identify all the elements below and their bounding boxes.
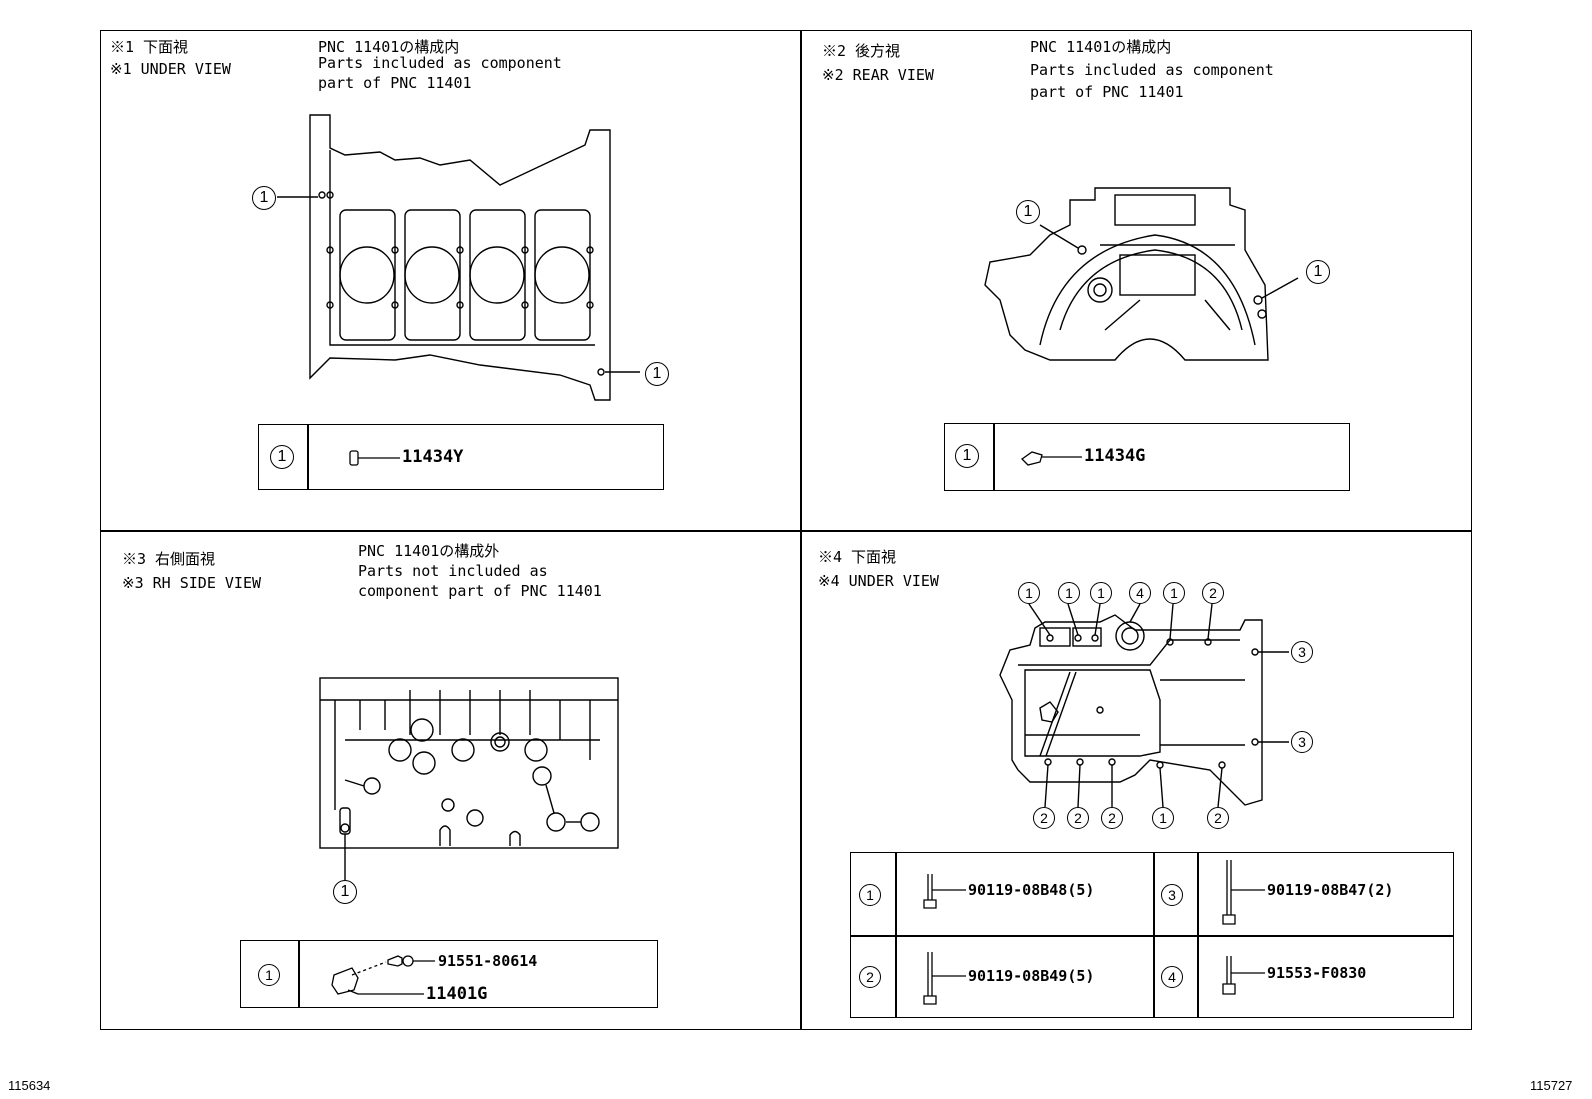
table-number: 3 xyxy=(1161,884,1183,906)
bolt-part-number: 90119-08B47(2) xyxy=(1267,881,1394,899)
table-number: 1 xyxy=(859,884,881,906)
panel1-view-en: ※1 UNDER VIEW xyxy=(110,60,231,78)
panel2-note-en2: part of PNC 11401 xyxy=(1030,83,1184,101)
callout-2: 2 xyxy=(1207,807,1229,829)
table-number: 1 xyxy=(270,445,294,469)
bolt-parts-table xyxy=(850,852,1454,1018)
panel2-view-en: ※2 REAR VIEW xyxy=(822,66,934,84)
panel-divider-horizontal xyxy=(100,530,1472,532)
bolt-part-number: 90119-08B49(5) xyxy=(968,967,1095,985)
panel2-view-jp: ※2 後方視 xyxy=(822,42,901,60)
panel1-view-jp: ※1 下面視 xyxy=(110,38,189,56)
panel1-note-en1: Parts included as component xyxy=(318,54,562,72)
callout-1: 1 xyxy=(1306,260,1330,284)
callout-3: 3 xyxy=(1291,641,1313,663)
part-number: 11434G xyxy=(1084,446,1146,466)
callout-2: 2 xyxy=(1101,807,1123,829)
callout-1: 1 xyxy=(1163,582,1185,604)
part-number: 11434Y xyxy=(402,447,464,467)
bolt-part-number: 90119-08B48(5) xyxy=(968,881,1095,899)
table-number: 2 xyxy=(859,966,881,988)
reference-number-right: 115727 xyxy=(1530,1078,1573,1093)
callout-1: 1 xyxy=(1016,200,1040,224)
panel1-note-jp: PNC 11401の構成内 xyxy=(318,38,460,56)
callout-3: 3 xyxy=(1291,731,1313,753)
panel3-note-en1: Parts not included as xyxy=(358,562,548,580)
part-number-sensor: 11401G xyxy=(426,984,488,1004)
panel2-note-jp: PNC 11401の構成内 xyxy=(1030,38,1172,56)
table-number: 1 xyxy=(955,444,979,468)
callout-2: 2 xyxy=(1033,807,1055,829)
callout-2: 2 xyxy=(1067,807,1089,829)
stud-part-number: 91553-F0830 xyxy=(1267,964,1367,982)
callout-1: 1 xyxy=(645,362,669,386)
panel3-view-jp: ※3 右側面視 xyxy=(122,550,216,568)
callout-4: 4 xyxy=(1129,582,1151,604)
panel4-view-en: ※4 UNDER VIEW xyxy=(818,572,939,590)
callout-1: 1 xyxy=(1018,582,1040,604)
reference-number-left: 115634 xyxy=(8,1078,51,1093)
part-number-bolt: 91551-80614 xyxy=(438,952,538,970)
panel3-view-en: ※3 RH SIDE VIEW xyxy=(122,574,261,592)
callout-1: 1 xyxy=(333,880,357,904)
panel3-note-jp: PNC 11401の構成外 xyxy=(358,542,500,560)
parts-table xyxy=(944,423,1350,491)
callout-1: 1 xyxy=(1090,582,1112,604)
parts-table xyxy=(258,424,664,490)
panel3-note-en2: component part of PNC 11401 xyxy=(358,582,602,600)
callout-2: 2 xyxy=(1202,582,1224,604)
callout-1: 1 xyxy=(1058,582,1080,604)
table-number: 4 xyxy=(1161,966,1183,988)
panel1-note-en2: part of PNC 11401 xyxy=(318,74,472,92)
table-number: 1 xyxy=(258,964,280,986)
parts-table xyxy=(240,940,658,1008)
callout-1: 1 xyxy=(1152,807,1174,829)
callout-1: 1 xyxy=(252,186,276,210)
panel2-note-en1: Parts included as component xyxy=(1030,61,1274,79)
panel4-view-jp: ※4 下面視 xyxy=(818,548,897,566)
